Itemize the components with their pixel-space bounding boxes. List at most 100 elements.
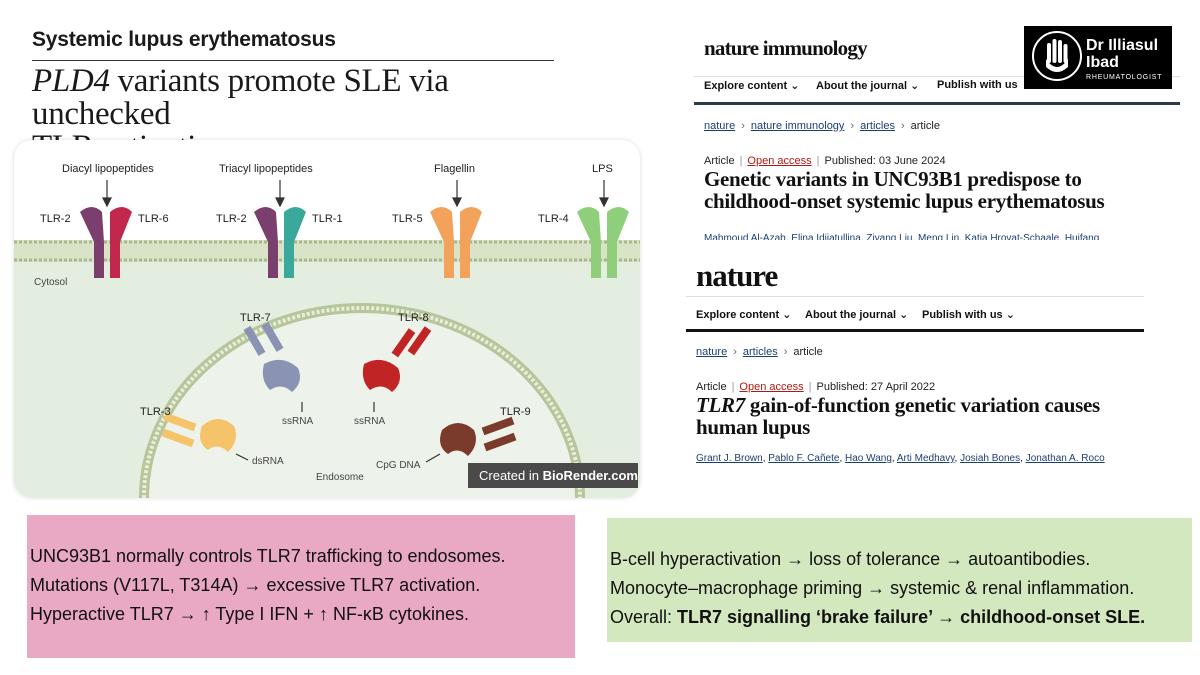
journal-name[interactable]: nature — [696, 258, 778, 293]
summary-line: B-cell hyperactivation → loss of toleran… — [610, 549, 1091, 569]
author-separator: , — [1020, 453, 1026, 464]
author-link[interactable]: Mahmoud Al-Azab — [704, 233, 786, 240]
author-link[interactable]: Grant J. Brown — [696, 453, 763, 464]
published-date: Published: 27 April 2022 — [816, 381, 936, 393]
cytosol-label: Cytosol — [34, 277, 67, 288]
breadcrumb-link[interactable]: articles — [860, 120, 895, 132]
tlr2-label-a: TLR-2 — [40, 213, 71, 225]
summary-line: Hyperactive TLR7 → ↑ Type I IFN + ↑ NF-κ… — [30, 604, 469, 624]
author-link[interactable]: Josiah Bones — [960, 453, 1021, 464]
journal-nav: Explore content ⌄ About the journal ⌄ Pu… — [694, 76, 1180, 102]
tlr9-label: TLR-9 — [500, 406, 531, 418]
nav-label: About the journal — [816, 80, 908, 92]
tlr5-label: TLR-5 — [392, 213, 423, 225]
chevron-down-icon: ⌄ — [790, 80, 800, 92]
author-link[interactable]: Jonathan A. Roco — [1025, 453, 1105, 464]
title-line1: gain-of-function genetic variation cause… — [744, 393, 1100, 417]
tlr-diagram: Diacyl lipopeptides Triacyl lipopeptides… — [14, 140, 640, 498]
tlr3-label: TLR-3 — [140, 406, 171, 418]
tlr9-ligand-arrow — [425, 453, 441, 463]
article-title[interactable]: TLR7 gain-of-function genetic variation … — [696, 394, 1100, 438]
nav-underline — [694, 102, 1180, 105]
article-meta: Article|Open access|Published: 03 June 2… — [704, 155, 946, 167]
title-line2: childhood-onset systemic lupus erythemat… — [704, 189, 1105, 213]
ligand-triacyl-lipopeptides: Triacyl lipopeptides — [219, 163, 313, 175]
credit-prefix: Created in — [479, 468, 543, 483]
headline-line1: variants promote SLE via unchecked — [32, 63, 449, 132]
tlr2-tlr1-dimer — [254, 207, 306, 278]
author-link[interactable]: Pablo F. Cañete — [768, 453, 840, 464]
author-separator: , — [785, 233, 792, 240]
credit-brand: BioRender.com — [542, 468, 638, 483]
author-link[interactable]: Elina Idiiatullina — [791, 233, 861, 240]
author-link[interactable]: Arti Medhavy — [896, 453, 955, 464]
tlr7-ligand: ssRNA — [282, 416, 313, 427]
nav-label: About the journal — [805, 309, 897, 321]
nav-explore-content[interactable]: Explore content ⌄ — [696, 308, 791, 321]
author-list: Mahmoud Al-Azab, Elina Idiiatullina, Ziy… — [704, 230, 1182, 240]
open-access-link[interactable]: Open access — [739, 381, 804, 393]
nav-label: Publish with us — [922, 309, 1003, 321]
tlr3-receptor — [161, 412, 236, 452]
author-link[interactable]: Hao Wang — [845, 453, 892, 464]
ligand-flagellin: Flagellin — [434, 163, 475, 175]
logo-name-line1: Dr Illiasul — [1086, 37, 1159, 54]
summary-conclusion: Overall: TLR7 signalling ‘brake failure’… — [610, 603, 1192, 632]
tlr2-label-b: TLR-2 — [216, 213, 247, 225]
breadcrumb-link[interactable]: nature — [696, 346, 728, 358]
breadcrumb-link[interactable]: articles — [742, 346, 778, 358]
nav-publish-with-us[interactable]: Publish with us ⌄ — [922, 308, 1015, 321]
chevron-right-icon: › — [783, 346, 788, 358]
plasma-membrane — [14, 240, 640, 262]
author-list: Grant J. Brown, Pablo F. Cañete, Hao Wan… — [696, 452, 1144, 466]
chevron-down-icon: ⌄ — [1005, 309, 1015, 321]
tlr-diagram-svg: Diacyl lipopeptides Triacyl lipopeptides… — [14, 163, 640, 498]
journal-name[interactable]: nature immunology — [704, 36, 868, 60]
tlr4-label: TLR-4 — [538, 213, 569, 225]
nature-immunology-article: nature immunology Explore content ⌄ Abou… — [694, 26, 1182, 242]
title-gene: TLR7 — [696, 393, 745, 417]
author-separator: , — [954, 453, 961, 464]
tlr2-tlr6-dimer — [80, 207, 132, 278]
nav-about-journal[interactable]: About the journal ⌄ — [805, 308, 908, 321]
chevron-down-icon: ⌄ — [910, 80, 920, 92]
tlr5-dimer — [430, 207, 482, 278]
nav-publish-with-us[interactable]: Publish with us — [937, 79, 1018, 91]
section-title: Systemic lupus erythematosus — [32, 28, 336, 51]
author-link[interactable]: Ziyang Liu — [866, 233, 913, 240]
author-link[interactable]: Meng Lin — [918, 233, 960, 240]
consequence-summary-box: B-cell hyperactivation → loss of toleran… — [607, 518, 1192, 642]
tlr4-dimer — [577, 207, 629, 278]
article-meta: Article|Open access|Published: 27 April … — [696, 381, 936, 393]
tlr9-ligand: CpG DNA — [376, 460, 421, 471]
author-link[interactable]: Huifang — [1064, 233, 1100, 240]
title-line2: human lupus — [696, 415, 811, 439]
nav-explore-content[interactable]: Explore content ⌄ — [704, 79, 799, 92]
breadcrumb-link[interactable]: nature — [704, 120, 736, 132]
tlr7-label: TLR-7 — [240, 312, 271, 324]
conclusion-text: TLR7 signalling ‘brake failure’ → childh… — [677, 607, 1146, 627]
hand-icon — [1032, 31, 1082, 81]
chevron-right-icon: › — [733, 346, 737, 358]
open-access-link[interactable]: Open access — [747, 155, 812, 167]
chevron-right-icon: › — [741, 120, 745, 132]
article-type: Article — [696, 381, 727, 393]
tlr8-receptor — [362, 326, 432, 392]
article-title[interactable]: Genetic variants in UNC93B1 predispose t… — [704, 168, 1105, 213]
tlr7-receptor — [243, 321, 300, 392]
breadcrumb-link[interactable]: nature immunology — [750, 120, 845, 132]
author-separator: , — [1059, 233, 1065, 240]
author-logo: Dr Illiasul Ibad RHEUMATOLOGIST — [1024, 26, 1172, 89]
nav-about-journal[interactable]: About the journal ⌄ — [816, 79, 919, 92]
summary-line: UNC93B1 normally controls TLR7 trafficki… — [30, 546, 506, 566]
summary-line: Mutations (V117L, T314A) → excessive TLR… — [30, 575, 481, 595]
chevron-down-icon: ⌄ — [782, 309, 792, 321]
nav-label: Explore content — [696, 309, 780, 321]
author-separator: , — [959, 233, 965, 240]
tlr8-ligand: ssRNA — [354, 416, 385, 427]
breadcrumb: nature›articles›article — [696, 346, 823, 358]
chevron-right-icon: › — [900, 120, 905, 132]
author-separator: , — [912, 233, 919, 240]
author-link[interactable]: Katja Hrovat-Schaale — [964, 233, 1060, 240]
author-separator: , — [762, 453, 769, 464]
